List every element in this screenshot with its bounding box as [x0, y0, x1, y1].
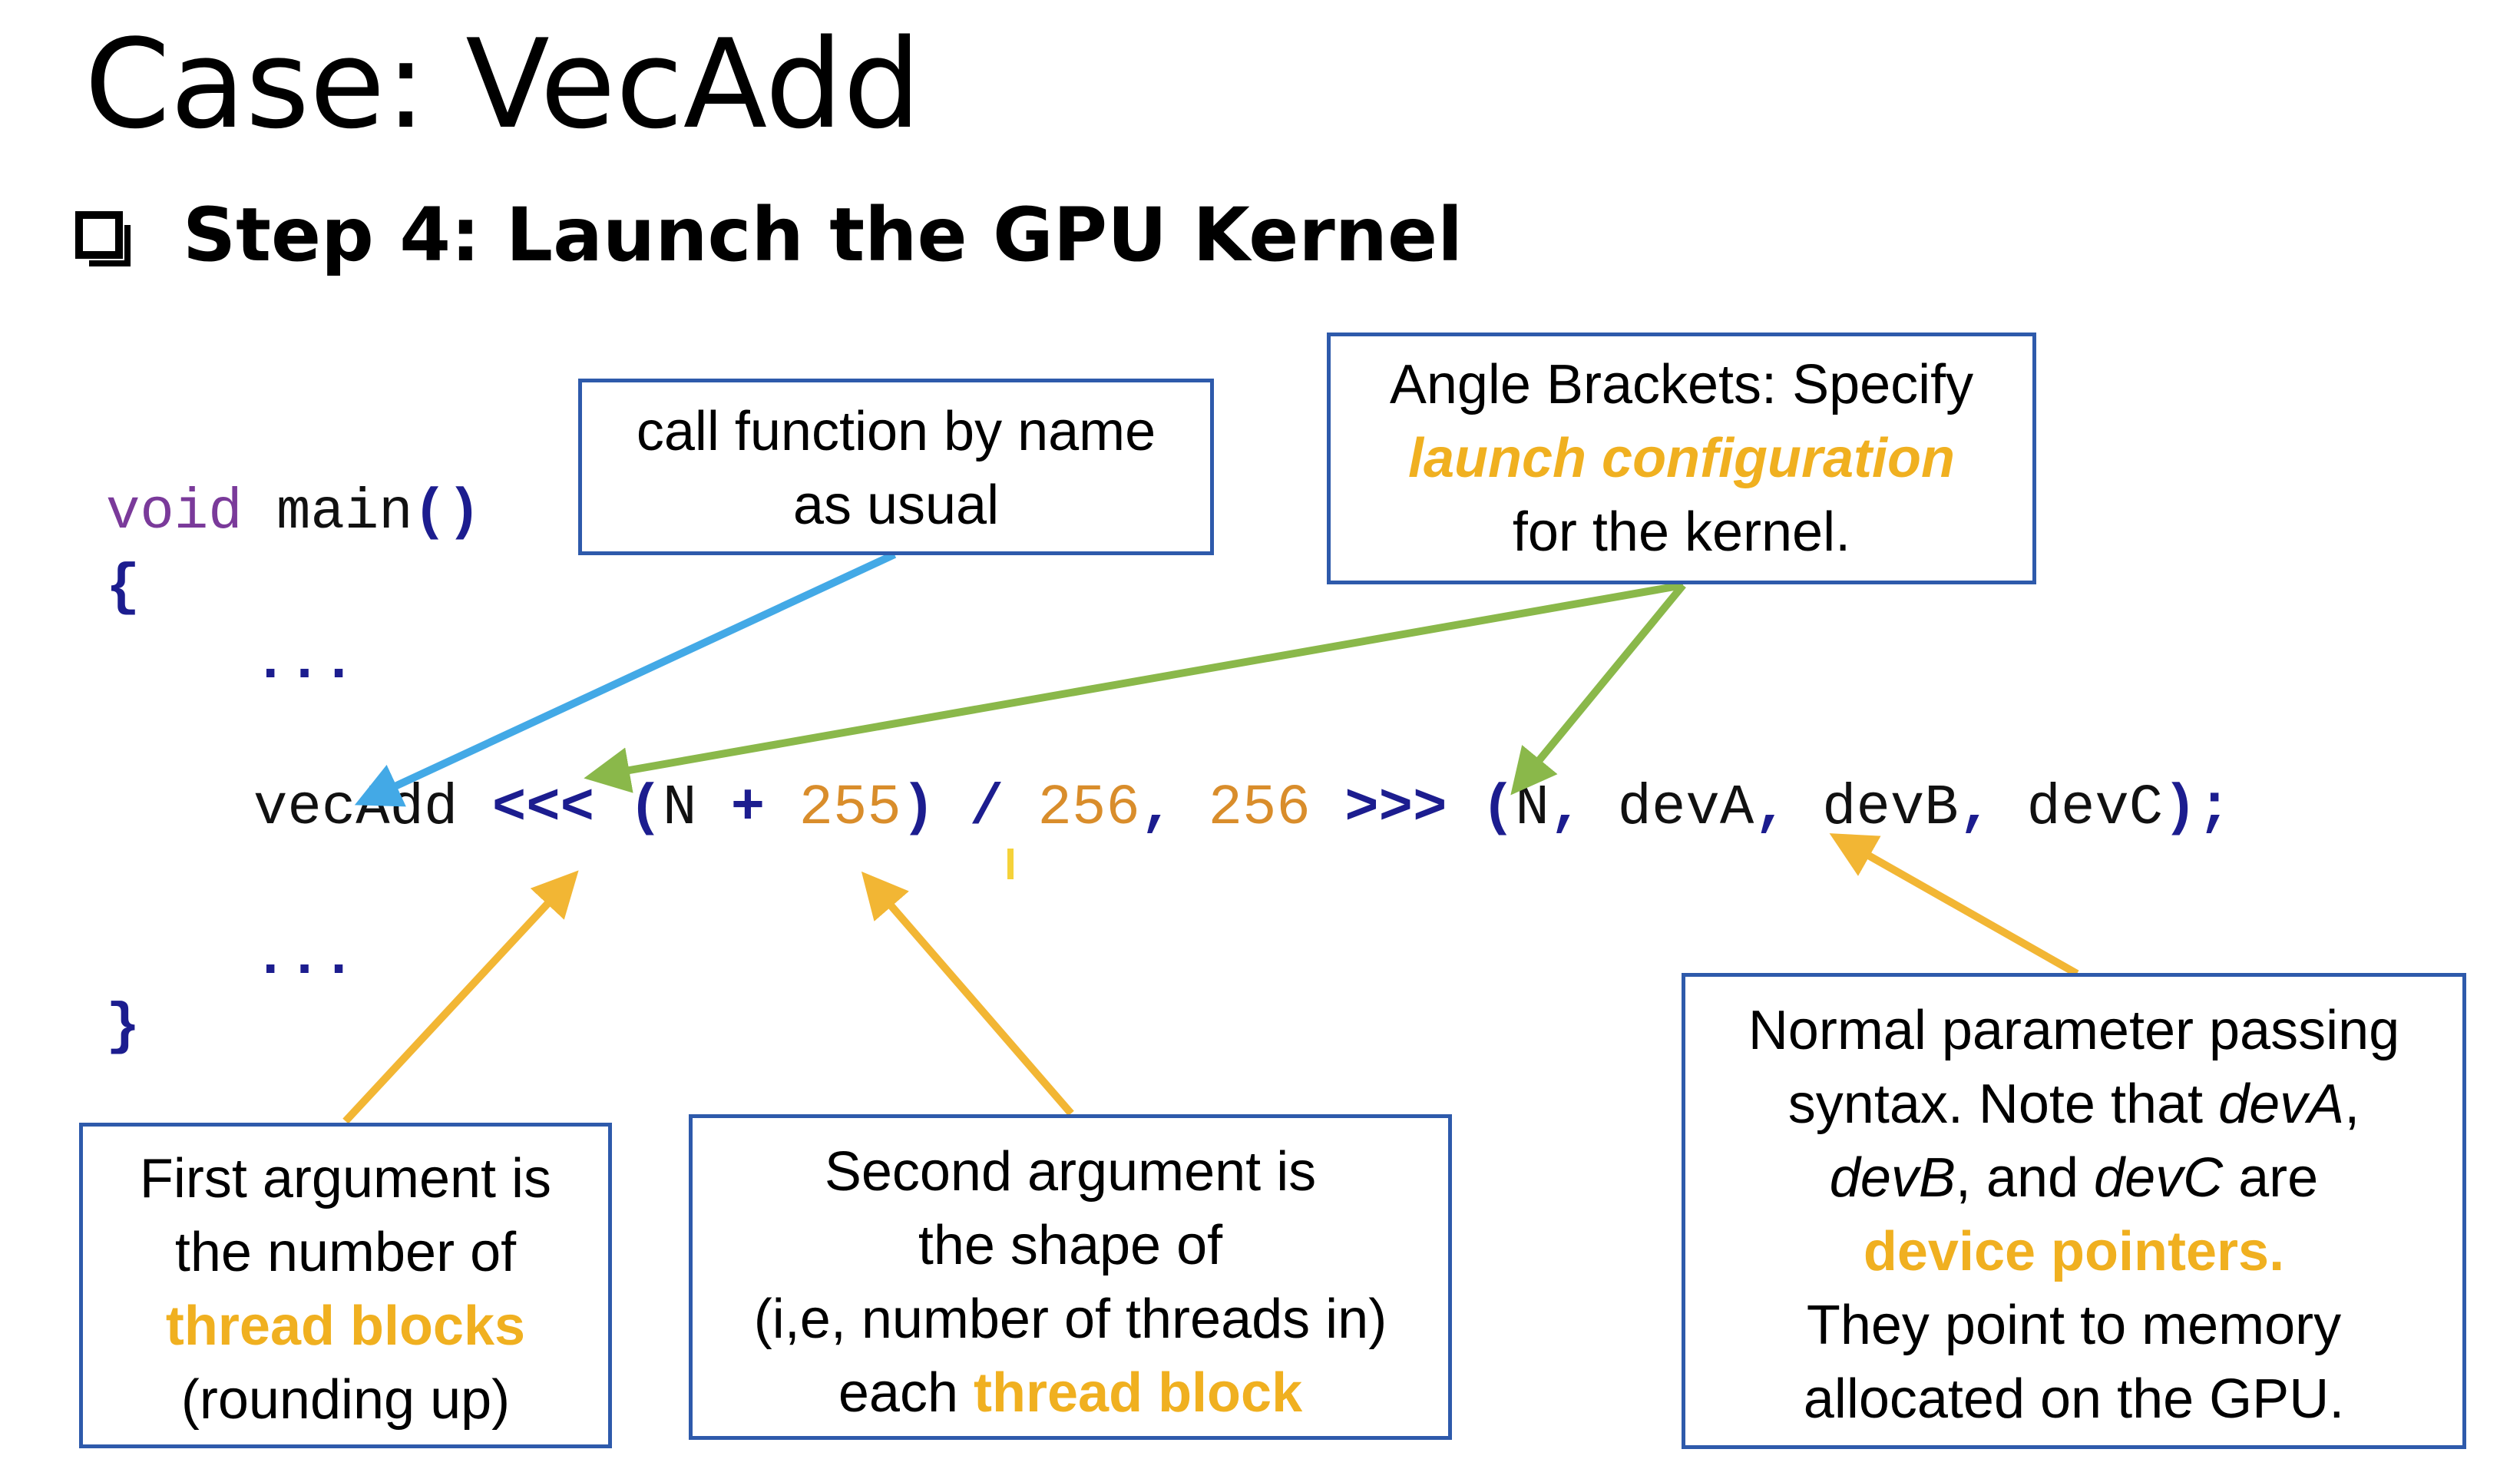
- code-line-main: void main(): [106, 476, 481, 550]
- callout-highlight: thread blocks: [165, 1295, 526, 1357]
- callout-highlight: launch configuration: [1408, 428, 1955, 489]
- code-comma: ,: [1958, 776, 1993, 841]
- arrow-params: [1829, 833, 2079, 978]
- callout-text: Normal parameter passing: [1748, 1000, 2400, 1061]
- code-kernel-call: vecAdd <<< (N + 255) / 256, 256 >>> (N, …: [253, 772, 2231, 845]
- code-divide: /: [969, 776, 1004, 841]
- callout-text: each thread block: [693, 1356, 1448, 1430]
- code-paren-open: (: [628, 776, 663, 841]
- callout-highlight: thread block: [974, 1362, 1303, 1424]
- code-arg-deva: devA: [1583, 776, 1754, 841]
- callout-italic: devC: [2094, 1147, 2224, 1209]
- callout-italic: devA: [2218, 1074, 2345, 1135]
- callout-text: Second argument is: [824, 1141, 1317, 1203]
- code-comma: ,: [1139, 776, 1175, 841]
- code-arg-devc: devC: [1993, 776, 2164, 841]
- code-paren-close: ): [901, 776, 936, 841]
- code-open-brace: {: [106, 556, 141, 620]
- code-keyword-void: void: [106, 481, 243, 545]
- page-title: Case: VecAdd: [84, 12, 921, 156]
- callout-text-post: are: [2223, 1147, 2319, 1209]
- code-const-256a: 256: [1037, 776, 1140, 841]
- callout-italic: devB: [1829, 1147, 1956, 1209]
- code-comma: ,: [1754, 776, 1788, 841]
- callout-text: First argument is: [139, 1148, 552, 1209]
- code-plus: +: [730, 776, 766, 841]
- code-semicolon: ;: [2197, 776, 2232, 841]
- arrow-second-arg: [861, 871, 1074, 1117]
- callout-text: devB, and devC are: [1685, 1141, 2462, 1215]
- callout-text: syntax. Note that devA,: [1685, 1067, 2462, 1141]
- callout-text-pre: syntax. Note that: [1787, 1074, 2219, 1135]
- arrow-call-name: [354, 551, 897, 807]
- callout-text-pre: each: [838, 1362, 974, 1424]
- code-arg-n: N: [662, 776, 731, 841]
- arrow-first-arg: [342, 870, 579, 1124]
- callout-text-mid: , and: [1955, 1147, 2095, 1209]
- callout-text: the shape of: [918, 1215, 1223, 1276]
- code-triple-lt: <<<: [491, 776, 595, 841]
- callout-text: allocated on the GPU.: [1803, 1368, 2345, 1430]
- code-fn-main: main: [242, 481, 413, 545]
- code-arg-devb: devB: [1787, 776, 1959, 841]
- callout-text: for the kernel.: [1512, 501, 1851, 563]
- arrow-angle-left: [584, 581, 1684, 793]
- callout-second-argument: Second argument is the shape of (i,e, nu…: [689, 1114, 1452, 1440]
- callout-text: (rounding up): [180, 1369, 511, 1431]
- callout-call-by-name: call function by name as usual: [578, 379, 1214, 555]
- code-paren-close-2: ): [2163, 776, 2198, 841]
- callout-text-post: ,: [2344, 1074, 2360, 1135]
- callout-highlight: device pointers.: [1863, 1221, 2285, 1282]
- callout-angle-brackets: Angle Brackets: Specify launch configura…: [1327, 333, 2036, 584]
- callout-text: (i,e, number of threads in): [753, 1289, 1387, 1350]
- code-const-256b: 256: [1208, 776, 1311, 841]
- callout-text: Angle Brackets: Specify: [1389, 354, 1974, 415]
- code-parens: (): [412, 481, 481, 545]
- arrow-angle-right: [1510, 582, 1686, 796]
- code-ellipsis-1: ...: [253, 630, 356, 695]
- callout-text: the number of: [174, 1222, 517, 1283]
- page-subtitle: Step 4: Launch the GPU Kernel: [183, 192, 1463, 278]
- code-close-brace: }: [106, 995, 141, 1060]
- callout-text: call function by name: [636, 401, 1156, 462]
- code-paren-open-2: (: [1480, 776, 1516, 841]
- checkbox-bullet-icon: [75, 211, 131, 266]
- callout-parameters: Normal parameter passing syntax. Note th…: [1682, 973, 2466, 1449]
- callout-text: as usual: [792, 475, 1000, 536]
- code-ellipsis-2: ...: [253, 926, 356, 991]
- callout-text: They point to memory: [1806, 1295, 2342, 1356]
- callout-first-argument: First argument is the number of thread b…: [79, 1123, 612, 1448]
- text-cursor-mark: [1007, 849, 1014, 879]
- code-const-255: 255: [799, 776, 901, 841]
- code-triple-gt: >>>: [1344, 776, 1447, 841]
